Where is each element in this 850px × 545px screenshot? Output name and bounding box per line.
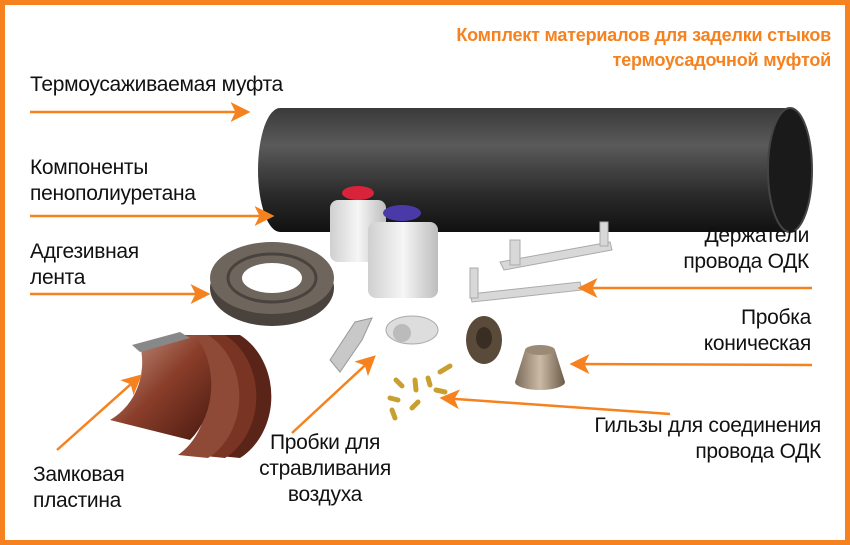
conical-plug-image [515,345,565,390]
arrow-lock-plate [56,374,142,451]
label-holders: Держатели провода ОДК [683,223,809,275]
label-sleeve: Термоусаживаемая муфта [30,73,283,96]
label-lock-plate: Замковая пластина [33,462,125,514]
wire-holders-image [469,221,613,303]
label-sleeves-wire: Гильзы для соединения провода ОДК [594,413,821,465]
label-line: провода ОДК [695,440,821,463]
foam-components-image [330,186,438,298]
label-line: лента [30,266,86,289]
page-title: Комплект материалов для заделки стыков т… [456,23,831,73]
label-line: коническая [703,332,812,355]
label-line: Компоненты [30,156,148,179]
label-tape: Адгезивная лента [30,239,139,291]
label-line: Адгезивная [30,240,139,263]
arrow-sleeves-wire [439,389,671,416]
label-line: Пробки для [269,431,381,454]
heat-shrink-sleeve-image [258,107,813,233]
pointer-arrows [30,102,813,451]
title-line1: Комплект материалов для заделки стыков [456,25,831,45]
label-vent-plugs: Пробки для стравливания воздуха [245,430,405,508]
arrow-vent-plugs [291,355,376,434]
label-line: провода ОДК [683,250,809,273]
arrow-plug [569,354,813,375]
label-line: Пробка [740,306,811,329]
lock-plate-image [110,332,272,458]
vent-plugs-image [329,315,439,373]
rubber-plug-image [466,316,502,364]
label-line: Держатели [704,224,810,247]
label-line: Гильзы для соединения [594,414,821,437]
label-line: пенополиуретана [30,182,196,205]
label-plug: Пробка коническая [703,305,812,357]
adhesive-tape-image [210,242,334,326]
label-line: пластина [33,489,122,512]
title-line2: термоусадочной муфтой [612,50,832,70]
label-foam: Компоненты пенополиуретана [30,155,196,207]
label-line: Замковая [33,463,125,486]
label-line: стравливания [259,457,391,480]
label-line: воздуха [287,483,363,506]
brass-sleeves-image [387,363,453,421]
